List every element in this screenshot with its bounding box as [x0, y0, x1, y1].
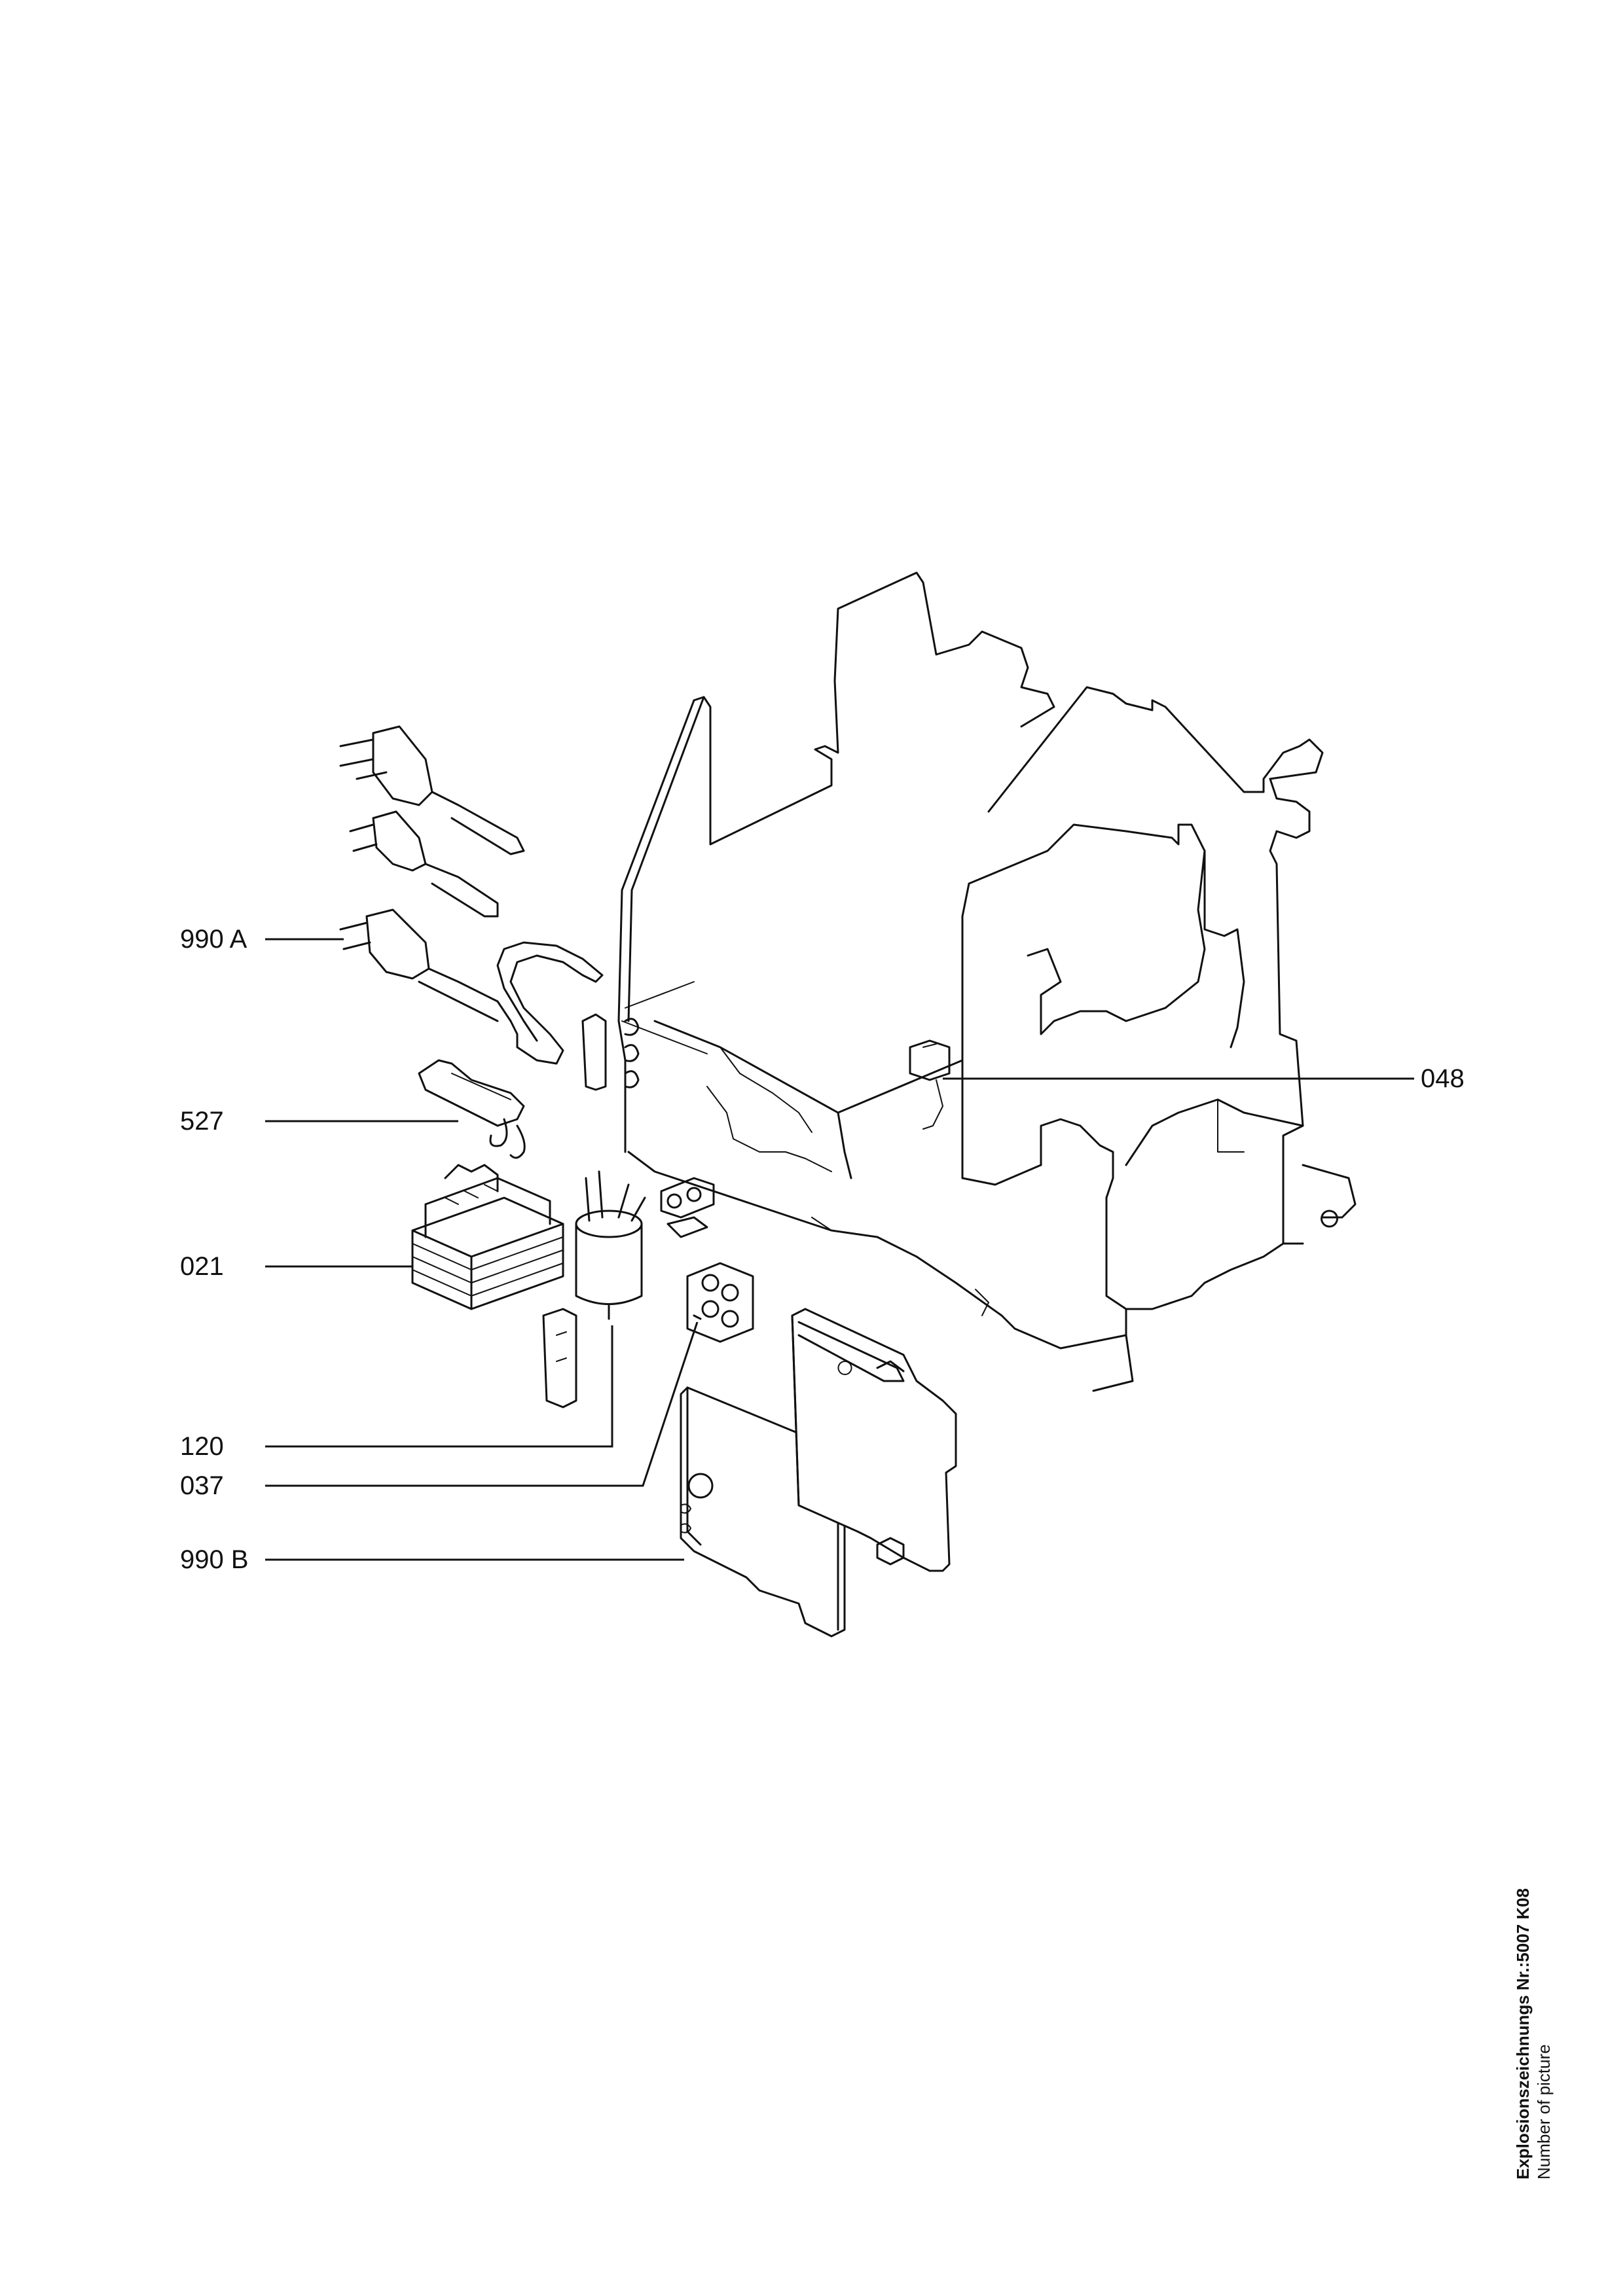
label-990a: 990 A — [180, 925, 247, 954]
label-990b: 990 B — [180, 1545, 249, 1574]
label-048: 048 — [1421, 1064, 1465, 1093]
capacitor-part — [542, 1170, 646, 1408]
transformer-part — [411, 1164, 564, 1310]
circuit-board-part — [680, 1308, 957, 1638]
leader-120 — [265, 1325, 613, 1448]
switch-part — [660, 1177, 715, 1238]
leader-037 — [265, 1321, 699, 1487]
label-021: 021 — [180, 1252, 224, 1281]
terminal-block-part — [686, 1262, 754, 1343]
part-labels: 990 A 527 021 120 037 990 B 048 — [180, 925, 1465, 1574]
bracket-part — [418, 1059, 526, 1159]
drawing-number-block: Explosionszeichnungs Nr.:5007 K08 Number… — [1512, 1888, 1591, 2179]
drawing-number-subtitle: Number of picture — [1534, 2044, 1554, 2179]
wire-clips — [581, 1013, 640, 1091]
leader-lines — [265, 938, 1414, 1561]
chassis-frame — [617, 571, 1357, 1392]
sensor-part — [909, 1039, 951, 1130]
label-037: 037 — [180, 1471, 224, 1500]
mains-plug-cords — [339, 725, 604, 1065]
label-120: 120 — [180, 1432, 224, 1461]
drawing-number-title: Explosionszeichnungs Nr.:5007 K08 — [1513, 1888, 1533, 2179]
drawing-number-rotated: Explosionszeichnungs Nr.:5007 K08 Number… — [1512, 1888, 1591, 2179]
label-527: 527 — [180, 1107, 224, 1136]
